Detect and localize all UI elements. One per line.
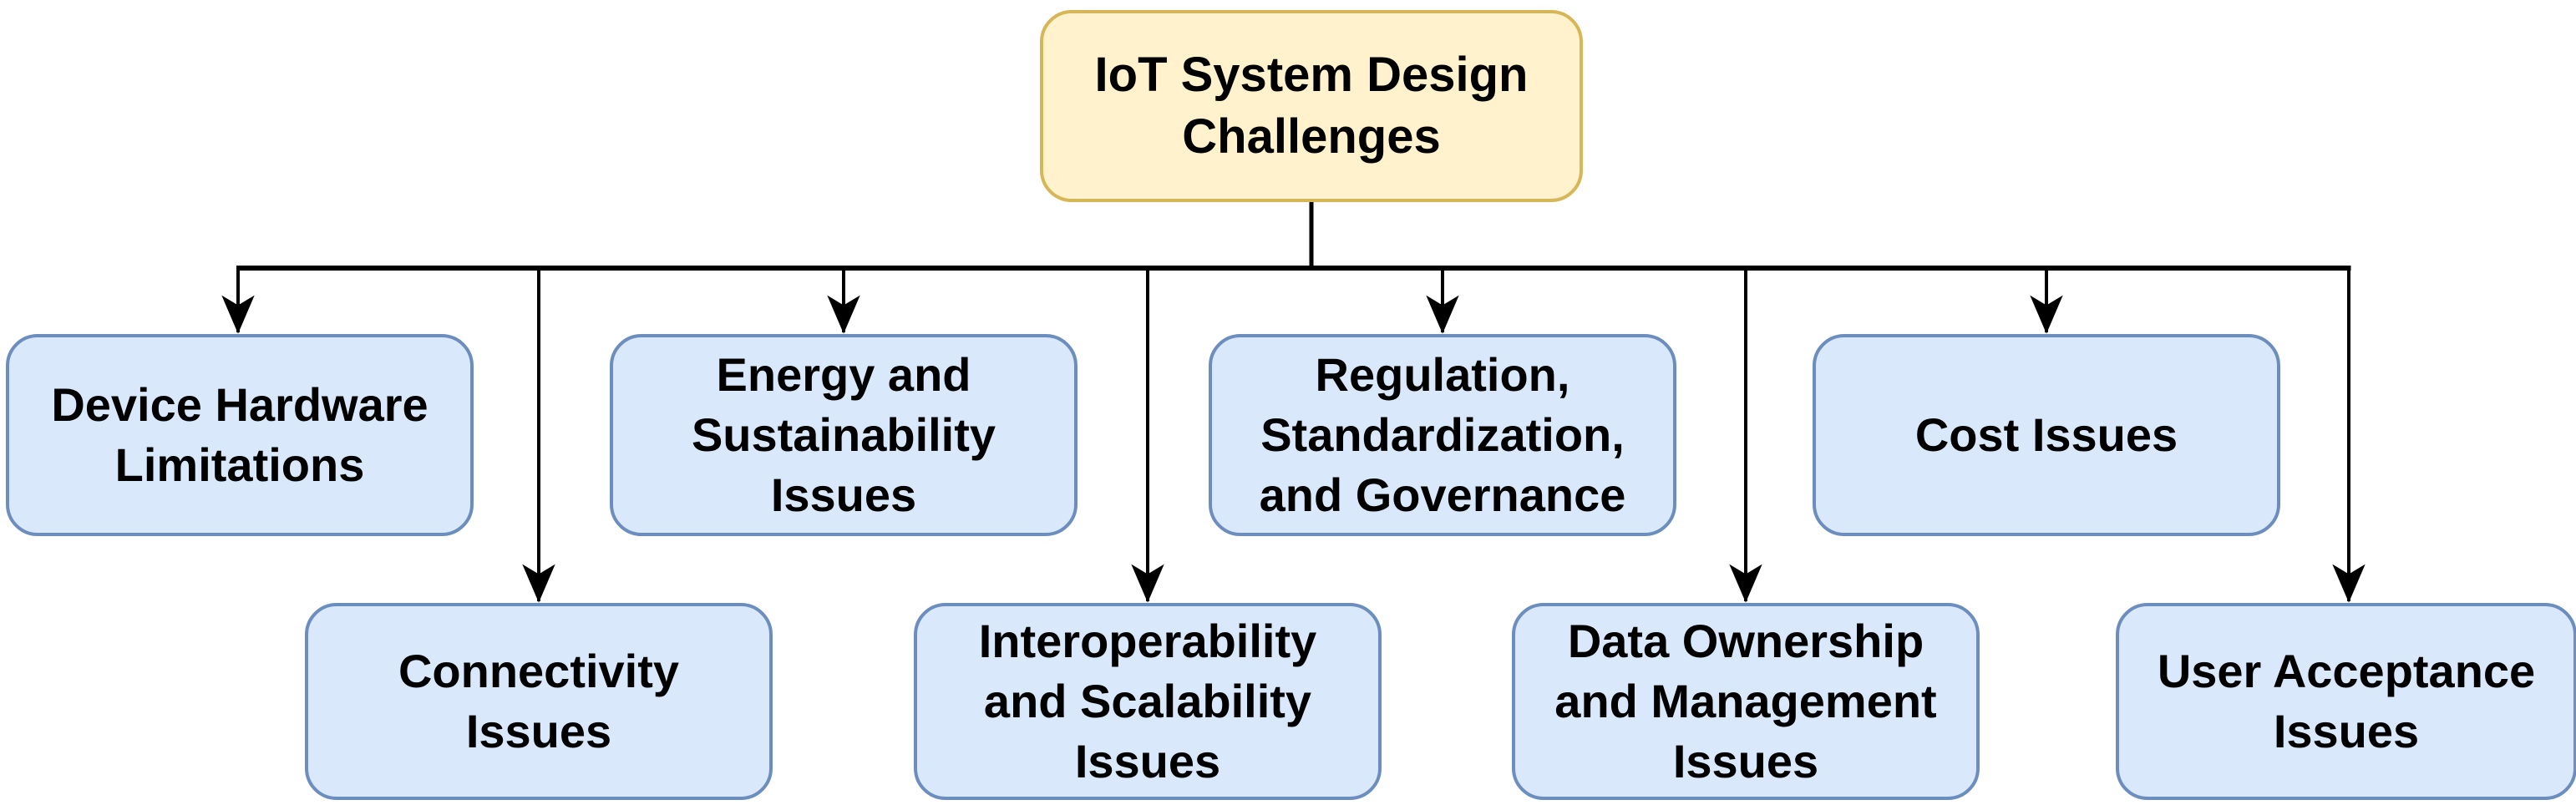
node-label: Data Ownership and Management Issues: [1554, 615, 1937, 787]
node-label: Connectivity Issues: [398, 645, 680, 757]
node-cost-issues: Cost Issues: [1813, 334, 2280, 536]
node-device-hardware-limitations: Device Hardware Limitations: [6, 334, 474, 536]
node-connectivity-issues: Connectivity Issues: [305, 603, 773, 800]
node-label: Regulation, Standardization, and Governa…: [1259, 348, 1626, 521]
node-interoperability-scalability-issues: Interoperability and Scalability Issues: [914, 603, 1382, 800]
node-label: Device Hardware Limitations: [51, 378, 428, 491]
node-label: Interoperability and Scalability Issues: [978, 615, 1317, 787]
node-data-ownership-management-issues: Data Ownership and Management Issues: [1512, 603, 1980, 800]
node-label: Energy and Sustainability Issues: [691, 348, 996, 521]
node-regulation-standardization-governance: Regulation, Standardization, and Governa…: [1209, 334, 1676, 536]
node-energy-sustainability-issues: Energy and Sustainability Issues: [610, 334, 1078, 536]
node-label: User Acceptance Issues: [2157, 645, 2536, 757]
node-root-iot-system-design-challenges: IoT System Design Challenges: [1040, 10, 1583, 202]
node-label: Cost Issues: [1914, 408, 2178, 462]
node-user-acceptance-issues: User Acceptance Issues: [2116, 603, 2576, 800]
node-label: IoT System Design Challenges: [1094, 47, 1529, 164]
